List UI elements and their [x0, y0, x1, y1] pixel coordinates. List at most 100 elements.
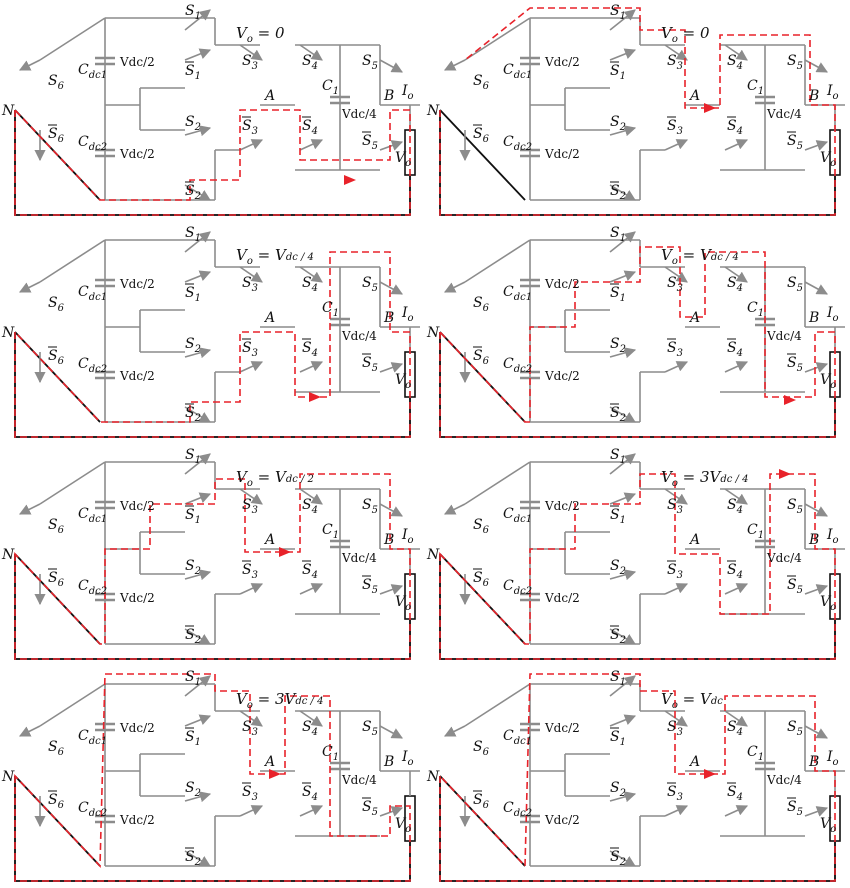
io-label: Io	[826, 305, 839, 324]
s1-label: S1	[185, 225, 201, 244]
switch-arrow	[239, 44, 263, 61]
s3bar-label: S3	[667, 562, 683, 581]
node-b-label: B	[808, 532, 819, 548]
io-label: Io	[401, 527, 414, 546]
cdc1-label: Cdc1	[78, 728, 107, 747]
s1-label: S1	[185, 669, 201, 688]
s6bar-label: S6	[473, 348, 490, 367]
switch-arrow	[184, 231, 211, 253]
switch-arrow	[609, 270, 637, 283]
s4bar-label: S4	[302, 784, 318, 803]
io-label: Io	[401, 749, 414, 768]
switch-arrow	[724, 710, 748, 727]
switch-arrow	[804, 503, 828, 517]
cdc2-label: Cdc2	[78, 356, 107, 375]
s6-label: S6	[473, 73, 490, 92]
node-n-label: N	[1, 769, 15, 785]
s5-label: S5	[362, 719, 378, 738]
s6-label: S6	[473, 517, 490, 536]
vdc4-label: Vdc/4	[766, 551, 802, 565]
s1-label: S1	[185, 447, 201, 466]
s4-label: S4	[727, 275, 743, 294]
vdc2-label: Vdc/2	[544, 369, 580, 383]
switch-arrow	[299, 361, 324, 373]
s1-label: S1	[610, 3, 626, 22]
switch-arrow	[724, 361, 749, 373]
node-n-label: N	[1, 547, 15, 563]
s5bar-label: S5	[362, 799, 378, 818]
s4bar-label: S4	[727, 340, 743, 359]
switch-arrow	[724, 488, 748, 505]
current-path	[439, 673, 836, 882]
state-title: Vo = Vdc / 2	[236, 468, 314, 489]
vdc2-label: Vdc/2	[119, 369, 155, 383]
switch-arrow	[379, 362, 404, 373]
io-label: Io	[826, 749, 839, 768]
switch-arrow	[609, 406, 636, 423]
s2-label: S2	[185, 336, 201, 355]
vdc4-label: Vdc/4	[341, 773, 377, 787]
state-title: Vo = 0	[236, 24, 285, 45]
s3-label: S3	[667, 53, 683, 72]
s5bar-label: S5	[787, 799, 803, 818]
current-direction-arrow	[779, 469, 791, 479]
c1-label: C1	[322, 522, 339, 541]
vo-label: Vo	[395, 594, 411, 613]
switch-arrow	[299, 266, 323, 283]
cdc1-label: Cdc1	[503, 62, 532, 81]
vdc2-label: Vdc/2	[544, 147, 580, 161]
switch-arrow	[299, 710, 323, 727]
s2bar-label: S2	[185, 183, 201, 202]
switch-arrow	[443, 281, 466, 293]
s6-label: S6	[48, 517, 65, 536]
s4bar-label: S4	[727, 784, 743, 803]
vo-label: Vo	[820, 372, 836, 391]
node-a-label: A	[263, 532, 275, 548]
switch-arrow	[609, 125, 637, 137]
s5-label: S5	[362, 497, 378, 516]
s5-label: S5	[787, 275, 803, 294]
switch-arrow	[184, 791, 212, 803]
node-b-label: B	[383, 310, 394, 326]
s6-bar-switch	[14, 553, 101, 645]
switch-arrow	[609, 48, 637, 61]
current-direction-arrow	[704, 103, 716, 113]
node-a-label: A	[263, 310, 275, 326]
switch-arrow	[184, 48, 212, 61]
switch-arrow	[379, 584, 404, 595]
cdc1-label: Cdc1	[78, 284, 107, 303]
io-label: Io	[401, 83, 414, 102]
vdc2-label: Vdc/2	[119, 591, 155, 605]
s3-label: S3	[667, 275, 683, 294]
node-n-label: N	[426, 325, 440, 341]
switch-arrow	[184, 270, 212, 283]
s6-label: S6	[473, 295, 490, 314]
s5-label: S5	[787, 719, 803, 738]
s2-label: S2	[185, 114, 201, 133]
vdc4-label: Vdc/4	[766, 329, 802, 343]
s4-label: S4	[302, 275, 318, 294]
s4-label: S4	[302, 53, 318, 72]
s1bar-label: S1	[610, 507, 626, 526]
vo-label: Vo	[820, 150, 836, 169]
current-direction-arrow	[309, 392, 321, 402]
switch-arrow	[184, 406, 211, 423]
switch-arrow	[184, 125, 212, 137]
s2bar-label: S2	[185, 627, 201, 646]
current-direction-arrow	[344, 175, 356, 185]
vdc1-label: Vdc/2	[119, 277, 155, 291]
s2-label: S2	[610, 780, 626, 799]
s4-label: S4	[727, 497, 743, 516]
switch-arrow	[379, 281, 403, 295]
s2bar-label: S2	[610, 405, 626, 424]
switch-arrow	[609, 675, 636, 697]
vdc1-label: Vdc/2	[544, 277, 580, 291]
s5bar-label: S5	[362, 133, 378, 152]
vdc1-label: Vdc/2	[119, 55, 155, 69]
vdc2-label: Vdc/2	[544, 591, 580, 605]
s6-label: S6	[48, 739, 65, 758]
s2bar-label: S2	[185, 849, 201, 868]
s3-label: S3	[667, 719, 683, 738]
cdc1-label: Cdc1	[78, 62, 107, 81]
switch-arrow	[184, 492, 212, 505]
